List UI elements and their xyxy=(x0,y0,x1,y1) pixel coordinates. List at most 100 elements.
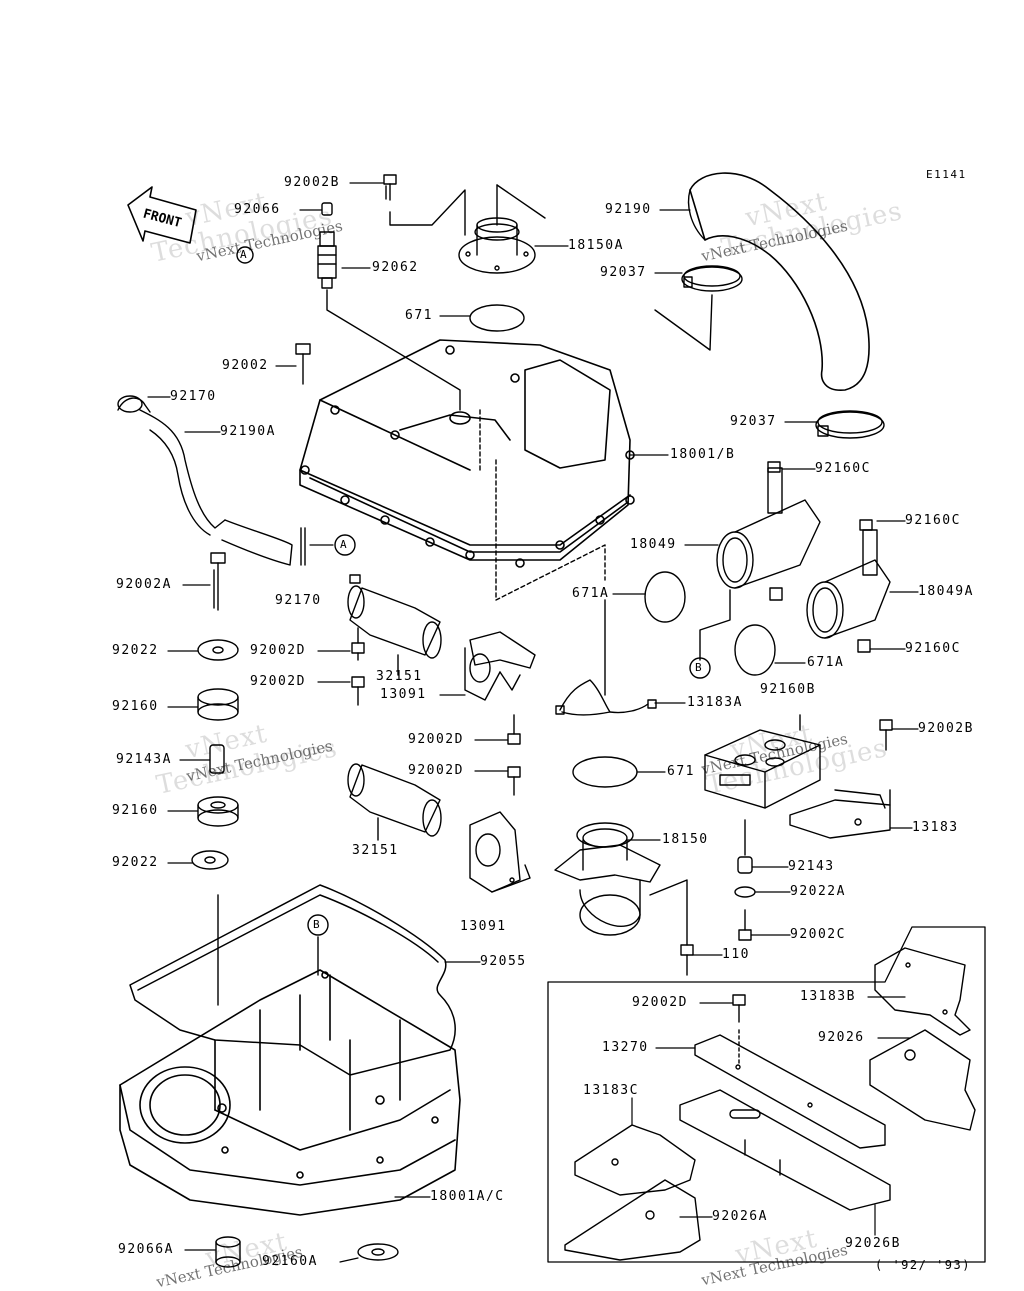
stud-92170 xyxy=(300,527,306,566)
label-92037-mid: 92037 xyxy=(730,414,777,429)
label-92160a: 92160A xyxy=(262,1254,318,1269)
washer-92022 xyxy=(197,639,239,661)
leader-92062 xyxy=(326,289,461,411)
bolt-92002d-1 xyxy=(351,627,365,661)
resonator-32151-upper xyxy=(347,574,442,659)
label-18150a: 18150A xyxy=(568,238,624,253)
oring-671 xyxy=(469,304,525,332)
marker-b-circle-lower xyxy=(307,914,329,936)
bolt-110 xyxy=(680,944,694,976)
front-label: FRONT xyxy=(141,207,183,232)
damper-92160 xyxy=(197,688,239,721)
bracket-13091-upper xyxy=(464,631,536,701)
label-671: 671 xyxy=(405,308,433,323)
label-92002: 92002 xyxy=(222,358,269,373)
inset-frame xyxy=(547,926,986,1263)
marker-b: B xyxy=(695,661,704,674)
gasket-92055 xyxy=(129,884,456,1076)
label-92160: 92160 xyxy=(112,699,159,714)
label-110: 110 xyxy=(722,947,750,962)
label-92026b: 92026B xyxy=(845,1236,901,1251)
leader-lines xyxy=(147,182,919,1263)
label-92170-low: 92170 xyxy=(275,593,322,608)
insulator-92026 xyxy=(869,1029,976,1131)
airbox-cover-18001b xyxy=(299,339,635,568)
bolt-92002b-top xyxy=(383,174,397,201)
marker-a: A xyxy=(340,538,349,551)
oring-671a-1 xyxy=(644,571,686,623)
label-92066: 92066 xyxy=(234,202,281,217)
plate-13183c xyxy=(574,1124,696,1196)
label-92190a: 92190A xyxy=(220,424,276,439)
label-92160b: 92160B xyxy=(760,682,816,697)
diagram-id: E1141 xyxy=(926,168,967,181)
label-92002d-3: 92002D xyxy=(408,732,464,747)
oring-671a-2 xyxy=(734,624,776,676)
label-13183c: 13183C xyxy=(583,1083,639,1098)
label-13091-2: 13091 xyxy=(460,919,507,934)
label-18150: 18150 xyxy=(662,832,709,847)
label-92160c-1: 92160C xyxy=(815,461,871,476)
label-92002d-2: 92002D xyxy=(250,674,306,689)
collar-92143a xyxy=(209,744,225,774)
duct-18049 xyxy=(716,461,821,601)
label-32151-2: 32151 xyxy=(352,843,399,858)
collar-92143 xyxy=(737,856,753,874)
bolt-92002d-3 xyxy=(507,714,521,745)
label-92002a: 92002A xyxy=(116,577,172,592)
label-13270: 13270 xyxy=(602,1040,649,1055)
label-18049a: 18049A xyxy=(918,584,974,599)
damper-92160-lower xyxy=(197,796,239,827)
label-13183: 13183 xyxy=(912,820,959,835)
damper-92066a xyxy=(215,1236,241,1268)
label-671a-1: 671A xyxy=(572,586,610,601)
label-13183a: 13183A xyxy=(687,695,743,710)
bolt-92002d-2 xyxy=(351,676,365,706)
label-92143a: 92143A xyxy=(116,752,172,767)
label-92066a: 92066A xyxy=(118,1242,174,1257)
hose-92190 xyxy=(689,172,870,391)
label-92002d-4: 92002D xyxy=(408,763,464,778)
bracket-13183 xyxy=(789,789,891,839)
hose-92190a xyxy=(117,395,293,566)
washer-92022-lower xyxy=(191,850,229,870)
bolt-92002d-4 xyxy=(507,766,521,796)
label-92037-top: 92037 xyxy=(600,265,647,280)
resonator-32151-lower xyxy=(347,763,442,837)
leader-b xyxy=(699,589,731,661)
label-92002d-1: 92002D xyxy=(250,643,306,658)
airbox-lower-18001ac xyxy=(119,969,461,1216)
bolt-92002 xyxy=(295,343,311,385)
duct-18150 xyxy=(554,822,661,936)
insulator-92026a xyxy=(564,1179,701,1261)
sensor-92062 xyxy=(317,202,337,289)
marker-a-circle-top xyxy=(236,246,254,264)
oring-671-lower xyxy=(572,756,638,788)
leader-92002b xyxy=(389,189,466,236)
label-92160-2: 92160 xyxy=(112,803,159,818)
duct-18049a xyxy=(806,519,891,653)
label-13091-1: 13091 xyxy=(380,687,427,702)
bolt-92002b-right xyxy=(879,719,893,751)
block-92160b xyxy=(704,729,821,809)
label-18001ac: 18001A/C xyxy=(430,1189,505,1204)
bolt-92002a xyxy=(210,552,226,611)
marker-b-circle xyxy=(689,657,711,679)
label-671-low: 671 xyxy=(667,764,695,779)
label-92022a: 92022A xyxy=(790,884,846,899)
clamp-92037-top xyxy=(681,265,743,292)
label-92160c-3: 92160C xyxy=(905,641,961,656)
label-92143: 92143 xyxy=(788,859,835,874)
leader-cover-dash xyxy=(479,409,606,601)
washer-92022a xyxy=(734,886,756,898)
label-92002d-5: 92002D xyxy=(632,995,688,1010)
label-671a-2: 671A xyxy=(807,655,845,670)
label-92022: 92022 xyxy=(112,643,159,658)
label-years: ( '92/ '93) xyxy=(875,1258,971,1272)
label-92190: 92190 xyxy=(605,202,652,217)
insulator-92026b xyxy=(679,1089,891,1211)
label-92022-2: 92022 xyxy=(112,855,159,870)
outlet-18150a xyxy=(458,217,536,274)
label-13183b: 13183B xyxy=(800,989,856,1004)
